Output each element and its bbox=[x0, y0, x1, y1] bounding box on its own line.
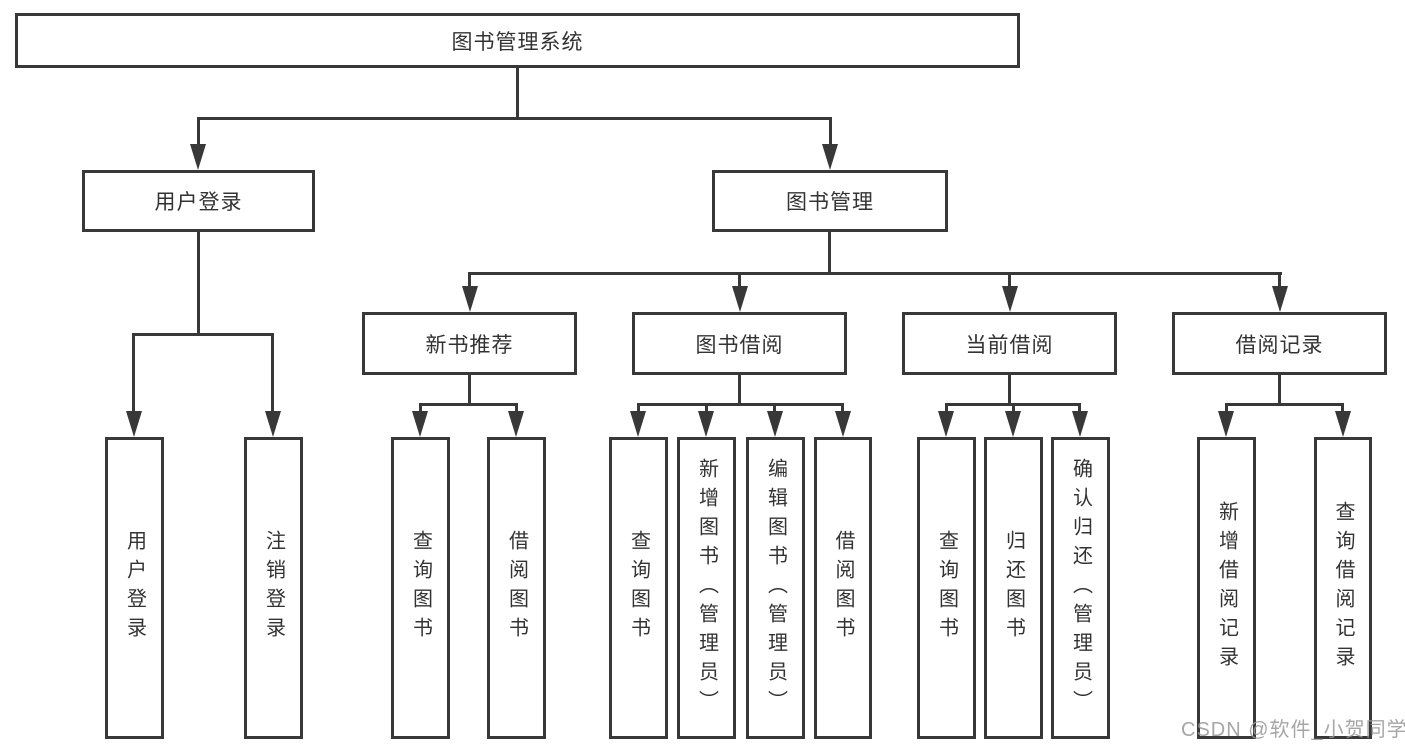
leaf-query-books-1-label: 查询图书 bbox=[409, 530, 432, 646]
connector-vline bbox=[515, 403, 518, 414]
node-current-borrowing: 当前借阅 bbox=[902, 312, 1117, 375]
leaf-query-books-2: 查询图书 bbox=[609, 437, 668, 739]
connector-vline bbox=[419, 403, 422, 414]
connector-vline bbox=[828, 232, 831, 275]
connector-hline bbox=[132, 333, 274, 336]
connector-hline bbox=[419, 403, 518, 406]
leaf-query-books-2-label: 查询图书 bbox=[627, 530, 650, 646]
leaf-return-books: 归还图书 bbox=[984, 437, 1043, 739]
leaf-borrow-books-2-label: 借阅图书 bbox=[832, 530, 854, 646]
connector-vline bbox=[468, 272, 471, 288]
connector-vline bbox=[197, 232, 200, 336]
leaf-borrow-books-1-label: 借阅图书 bbox=[505, 530, 528, 646]
connector-vline bbox=[132, 333, 135, 413]
arrow-down-icon bbox=[265, 411, 281, 437]
arrow-down-icon bbox=[1005, 411, 1021, 437]
connector-vline bbox=[271, 333, 274, 413]
connector-vline bbox=[738, 272, 741, 288]
leaf-add-books-admin-label: 新增图书（管理员） bbox=[695, 457, 718, 719]
leaf-user-login: 用户登录 bbox=[105, 437, 164, 739]
leaf-query-borrow-record-label: 查询借阅记录 bbox=[1332, 501, 1354, 675]
leaf-confirm-return-admin-label: 确认归还（管理员） bbox=[1069, 457, 1092, 719]
arrow-down-icon bbox=[1218, 411, 1234, 437]
connector-vline bbox=[1278, 375, 1281, 406]
connector-vline bbox=[197, 117, 200, 146]
arrow-down-icon bbox=[462, 286, 478, 312]
connector-vline bbox=[1008, 272, 1011, 288]
arrow-down-icon bbox=[698, 411, 714, 437]
arrow-down-icon bbox=[1272, 286, 1288, 312]
connector-vline bbox=[1341, 403, 1344, 414]
leaf-query-books-3-label: 查询图书 bbox=[935, 530, 958, 646]
leaf-edit-books-admin-label: 编辑图书（管理员） bbox=[764, 457, 787, 719]
node-book-borrowing: 图书借阅 bbox=[632, 312, 847, 375]
connector-hline bbox=[197, 117, 832, 120]
node-book-borrowing-label: 图书借阅 bbox=[695, 333, 784, 357]
leaf-borrow-books-2: 借阅图书 bbox=[814, 437, 872, 739]
node-borrowing-records: 借阅记录 bbox=[1172, 312, 1387, 375]
connector-vline bbox=[1008, 375, 1011, 406]
arrow-down-icon bbox=[126, 411, 142, 437]
leaf-logout-login: 注销登录 bbox=[244, 437, 303, 739]
connector-vline bbox=[637, 403, 640, 414]
leaf-query-books-1: 查询图书 bbox=[391, 437, 450, 739]
leaf-return-books-label: 归还图书 bbox=[1002, 530, 1025, 646]
connector-vline bbox=[516, 67, 519, 119]
leaf-logout-login-label: 注销登录 bbox=[262, 530, 285, 646]
arrow-down-icon bbox=[508, 411, 524, 437]
node-new-book-recommend-label: 新书推荐 bbox=[425, 333, 514, 357]
connector-vline bbox=[1225, 403, 1228, 414]
connector-vline bbox=[1012, 403, 1015, 414]
connector-vline bbox=[1278, 272, 1281, 288]
arrow-down-icon bbox=[1072, 411, 1088, 437]
connector-vline bbox=[945, 403, 948, 414]
leaf-confirm-return-admin: 确认归还（管理员） bbox=[1051, 437, 1110, 739]
arrow-down-icon bbox=[1335, 411, 1351, 437]
arrow-down-icon bbox=[767, 411, 783, 437]
arrow-down-icon bbox=[938, 411, 954, 437]
node-borrowing-records-label: 借阅记录 bbox=[1235, 333, 1324, 357]
connector-vline bbox=[738, 375, 741, 406]
node-current-borrowing-label: 当前借阅 bbox=[965, 333, 1054, 357]
leaf-user-login-label: 用户登录 bbox=[123, 530, 146, 646]
leaf-add-borrow-record: 新增借阅记录 bbox=[1197, 437, 1256, 739]
leaf-query-borrow-record: 查询借阅记录 bbox=[1314, 437, 1372, 739]
connector-vline bbox=[829, 117, 832, 146]
arrow-down-icon bbox=[630, 411, 646, 437]
connector-vline bbox=[468, 375, 471, 406]
arrow-down-icon bbox=[412, 411, 428, 437]
node-user-login: 用户登录 bbox=[82, 170, 315, 232]
connector-vline bbox=[705, 403, 708, 414]
leaf-add-borrow-record-label: 新增借阅记录 bbox=[1215, 501, 1238, 675]
leaf-edit-books-admin: 编辑图书（管理员） bbox=[746, 437, 805, 739]
leaf-add-books-admin: 新增图书（管理员） bbox=[677, 437, 736, 739]
watermark: CSDN @软件_小贺同学 bbox=[1181, 719, 1405, 741]
leaf-query-books-3: 查询图书 bbox=[917, 437, 976, 739]
arrow-down-icon bbox=[1002, 286, 1018, 312]
node-user-login-label: 用户登录 bbox=[154, 191, 243, 214]
connector-vline bbox=[1078, 403, 1081, 414]
connector-vline bbox=[841, 403, 844, 414]
arrow-down-icon bbox=[822, 144, 838, 170]
connector-hline bbox=[637, 403, 844, 406]
node-book-management: 图书管理 bbox=[712, 170, 948, 232]
connector-vline bbox=[773, 403, 776, 414]
connector-hline bbox=[1225, 403, 1344, 406]
arrow-down-icon bbox=[190, 144, 206, 170]
node-book-management-label: 图书管理 bbox=[786, 191, 874, 214]
connector-hline bbox=[469, 272, 1282, 275]
arrow-down-icon bbox=[835, 411, 851, 437]
arrow-down-icon bbox=[732, 286, 748, 312]
node-new-book-recommend: 新书推荐 bbox=[362, 312, 577, 375]
node-root: 图书管理系统 bbox=[15, 13, 1020, 68]
node-root-label: 图书管理系统 bbox=[451, 30, 584, 54]
leaf-borrow-books-1: 借阅图书 bbox=[487, 437, 546, 739]
